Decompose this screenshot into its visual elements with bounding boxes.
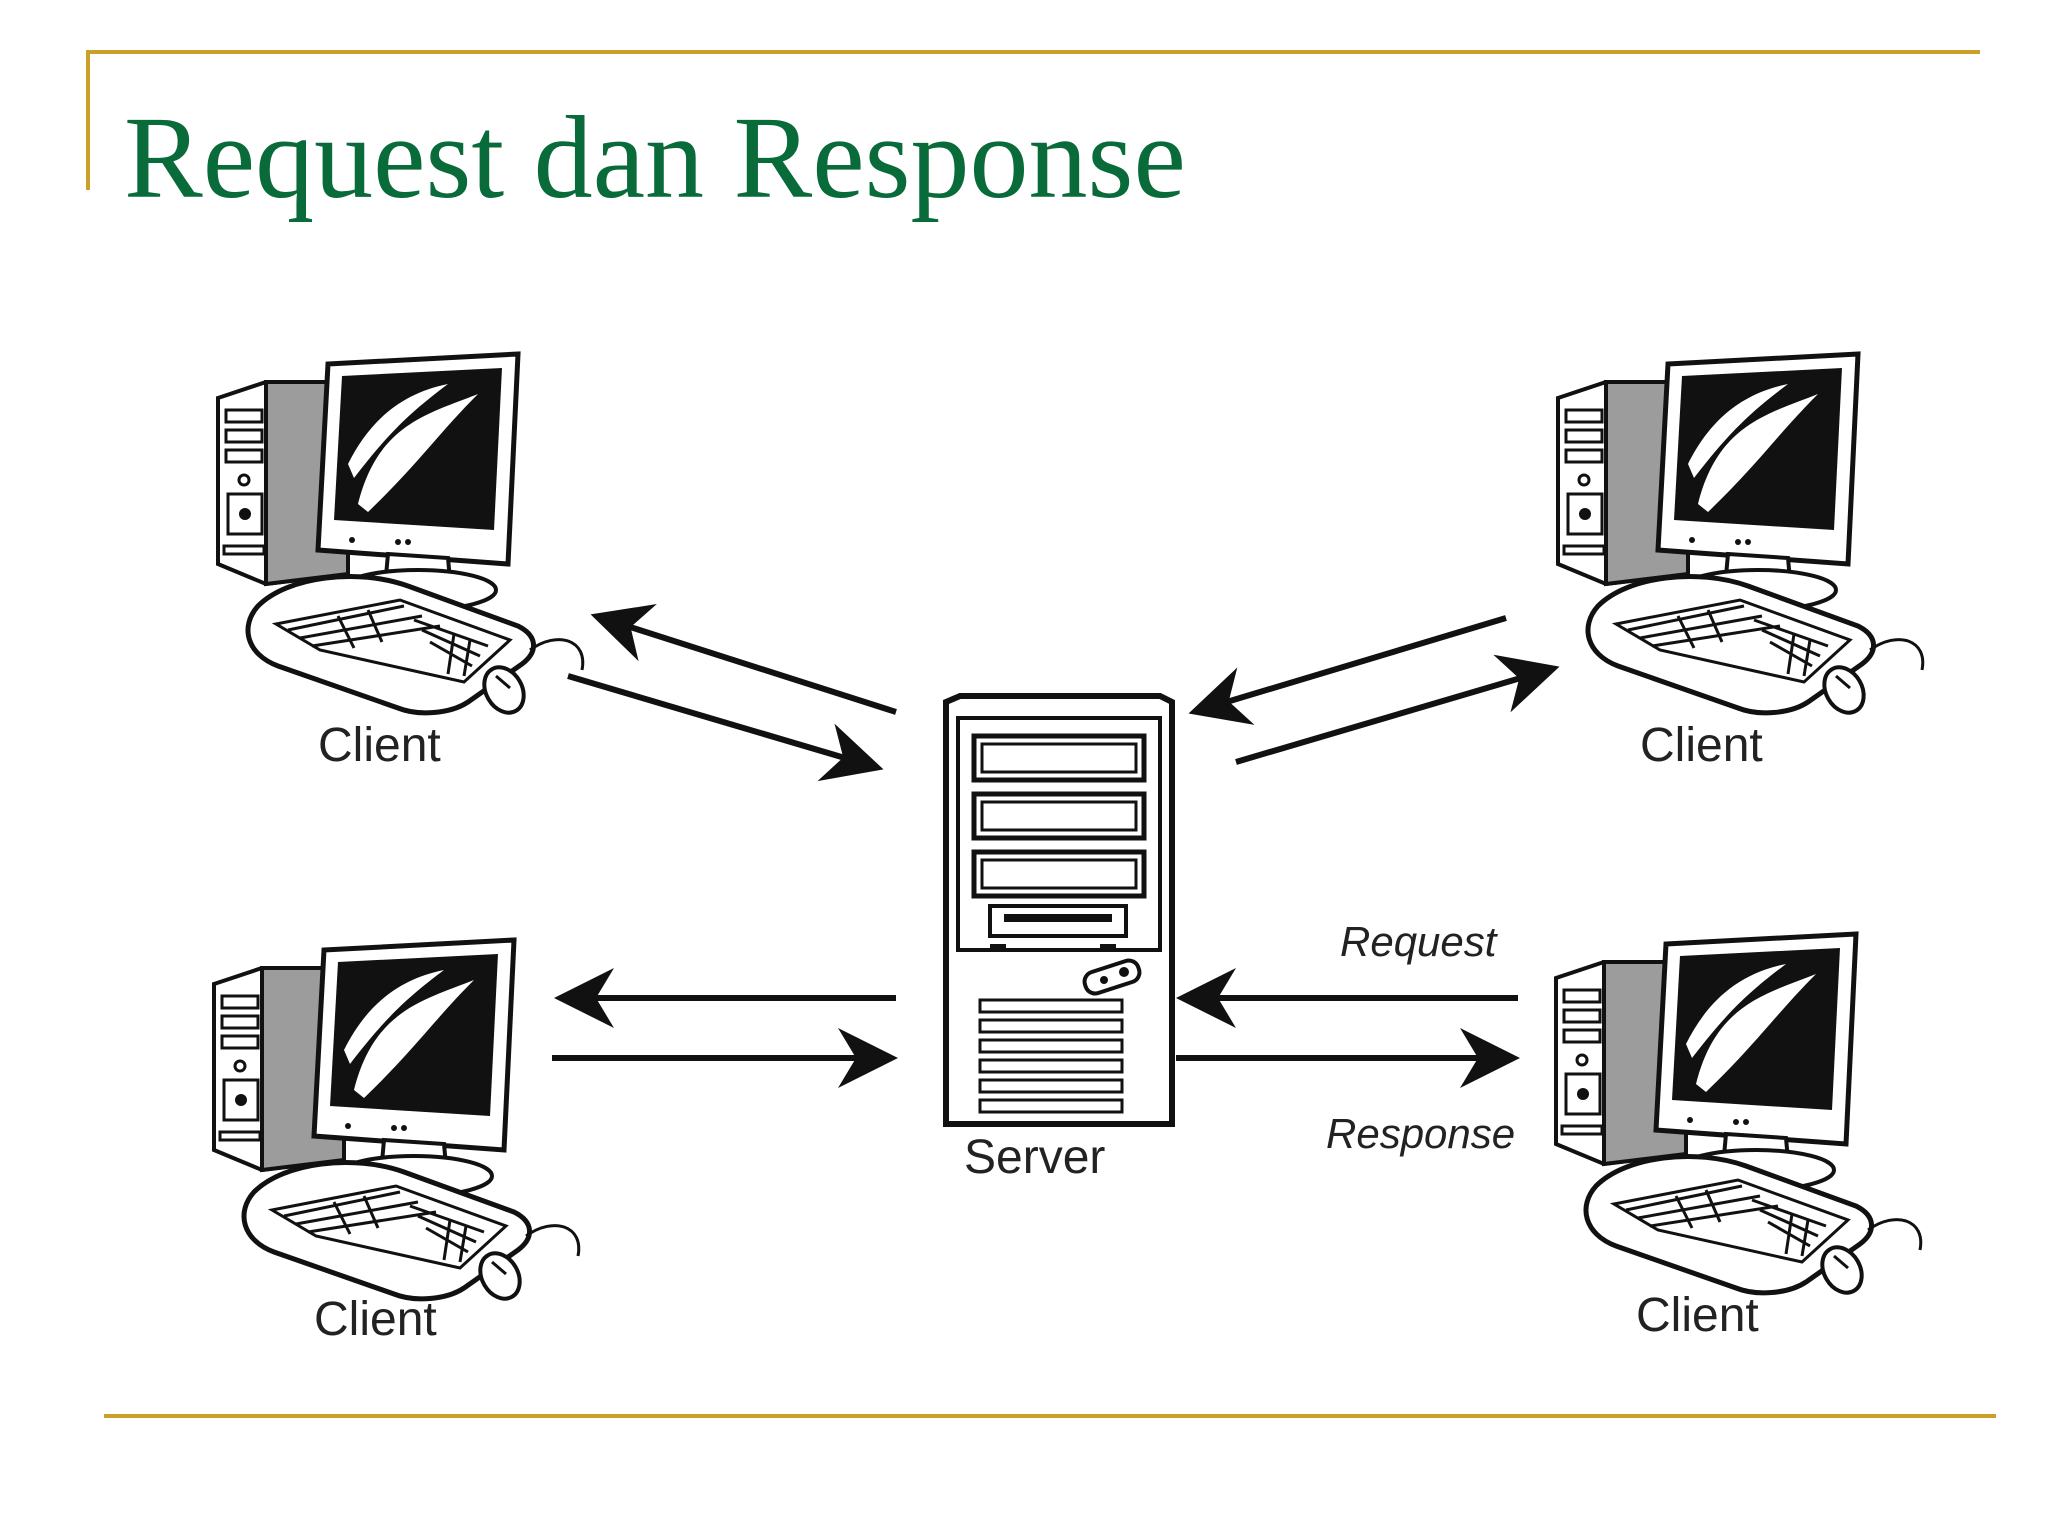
slide-title: Request dan Response bbox=[124, 92, 1186, 223]
client-top-left-icon bbox=[218, 354, 583, 720]
client-bottom-left-icon bbox=[214, 940, 579, 1306]
client-bottom-right-icon bbox=[1556, 934, 1921, 1300]
arrow-top-left-to-server bbox=[567, 673, 884, 782]
client-top-left-label: Client bbox=[318, 719, 441, 772]
arrow-server-to-top-right bbox=[1235, 654, 1560, 765]
response-label: Response bbox=[1326, 1110, 1516, 1157]
client-top-right-label: Client bbox=[1640, 719, 1763, 772]
arrow-top-right-to-server bbox=[1188, 615, 1507, 725]
client-bottom-right-label: Client bbox=[1636, 1289, 1759, 1342]
server-tower-icon bbox=[943, 693, 1175, 1127]
server-label: Server bbox=[964, 1131, 1106, 1184]
request-label: Request bbox=[1340, 918, 1497, 965]
arrow-server-to-top-left bbox=[590, 604, 897, 715]
client-top-right-icon bbox=[1558, 354, 1923, 720]
client-bottom-left-label: Client bbox=[314, 1293, 437, 1346]
